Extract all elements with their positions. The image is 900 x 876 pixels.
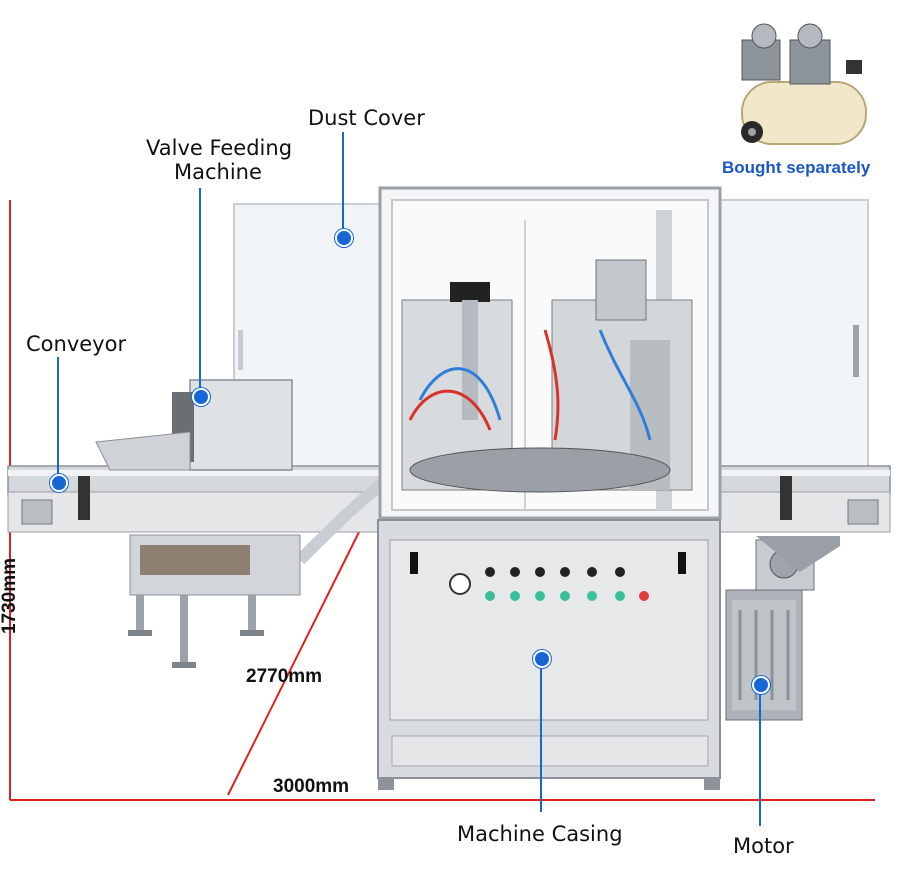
machine-casing-callout-dot	[533, 650, 551, 668]
motor-callout-dot	[752, 676, 770, 694]
valve-hopper	[95, 431, 191, 471]
dust-cover-callout-dot	[335, 229, 353, 247]
pressure-gauge	[449, 573, 471, 595]
dust-cover-label: Dust Cover	[308, 106, 425, 130]
valve-feeding-label-line1: Valve Feeding	[146, 136, 293, 160]
bought-separately-label: Bought separately	[722, 158, 871, 177]
conveyor-callout-dot	[50, 474, 68, 492]
dust-cover-right-panel	[715, 199, 869, 477]
valve-feeding-callout-dot	[192, 388, 210, 406]
control-buttons	[485, 567, 649, 601]
control-panel	[389, 539, 709, 721]
rotary-turntable	[409, 447, 671, 493]
motor-label: Motor	[733, 834, 794, 858]
width-dimension-text: 3000mm	[273, 776, 350, 797]
conveyor-label: Conveyor	[26, 332, 127, 356]
air-compressor-image	[741, 23, 867, 145]
machine-casing-label: Machine Casing	[457, 822, 623, 846]
depth-dimension-text: 2770mm	[246, 666, 323, 687]
height-dimension-text: 1730mm	[0, 557, 20, 635]
depth-dimension-line	[227, 509, 371, 796]
valve-feeding-label-line2: Machine	[174, 160, 262, 184]
